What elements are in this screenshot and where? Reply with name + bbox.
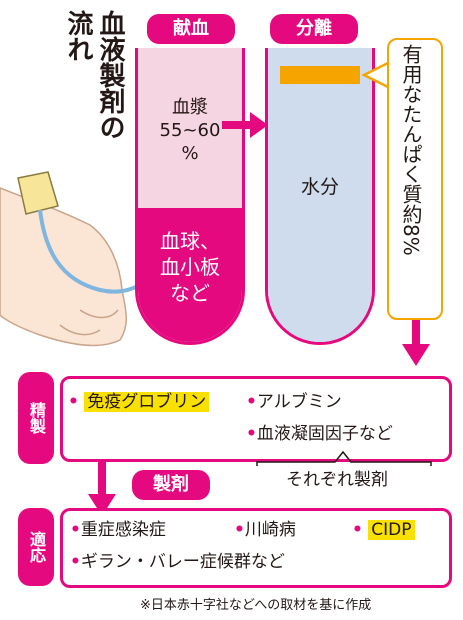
water-label: 水分 [300,176,339,198]
refine-label: 精製 [18,372,54,464]
indication-item-2-text: 川崎病 [244,520,296,540]
refine-item-2-text: アルブミン [256,392,342,412]
indication-item-3: • CIDP [352,518,415,542]
protein-layer [280,66,360,84]
refine-item-3: •血液凝固因子など [246,424,393,444]
plasma-label-1: 血漿 [172,97,208,118]
cells-label: 血球、 血小板 など [140,228,240,306]
cells-label-3: など [170,281,210,305]
step-donation-label: 献血 [147,14,235,44]
arm-illustration [0,171,160,347]
source-note: ※日本赤十字社などへの取材を基に作成 [140,598,372,613]
hand-fold [79,309,119,319]
title-line1: 血液製剤の [95,10,125,140]
bracket-note: それぞれ製剤 [286,470,388,490]
indication-item-1: •重症感染症 [70,520,166,540]
title-line2: 流れ [63,10,93,62]
refine-box [60,376,452,462]
water-layer [268,48,372,342]
refine-item-1: • 免疫グロブリン [68,390,210,414]
callout-pointer [361,60,390,90]
title: 血液製剤の 流れ [28,10,128,210]
arrow-down-2-icon [88,462,116,516]
indication-item-4: •ギラン・バレー症候群など [70,552,285,572]
arrow-right-icon [222,112,268,138]
cells-label-2: 血小板 [160,255,220,279]
plasma-label-2: 55~60 [159,120,221,141]
indication-item-1-text: 重症感染症 [80,520,166,540]
refine-item-1-text: 免疫グロブリン [84,392,210,412]
callout-text: 有用なたんぱく質約8% [399,44,423,256]
hand-fold-2 [59,324,101,336]
indication-item-4-text: ギラン・バレー症候群など [80,552,285,572]
cell-layer [138,208,242,342]
arrow-down-icon [402,320,430,366]
bracket-shape [256,450,432,466]
step-separation-label: 分離 [270,14,358,44]
plasma-label-3: % [181,143,199,164]
bandage-shape [17,171,59,215]
indication-item-3-text: CIDP [368,520,415,540]
refine-item-2: •アルブミン [246,392,342,412]
tube-separation [265,48,375,345]
formulate-label: 製剤 [132,470,210,500]
refine-item-3-text: 血液凝固因子など [256,424,393,444]
indication-item-2: •川崎病 [234,520,296,540]
plasma-label: 血漿 55~60 % [140,96,240,165]
cells-label-1: 血球、 [160,229,220,253]
callout-box [387,38,443,320]
indications-label: 適応 [18,508,54,586]
